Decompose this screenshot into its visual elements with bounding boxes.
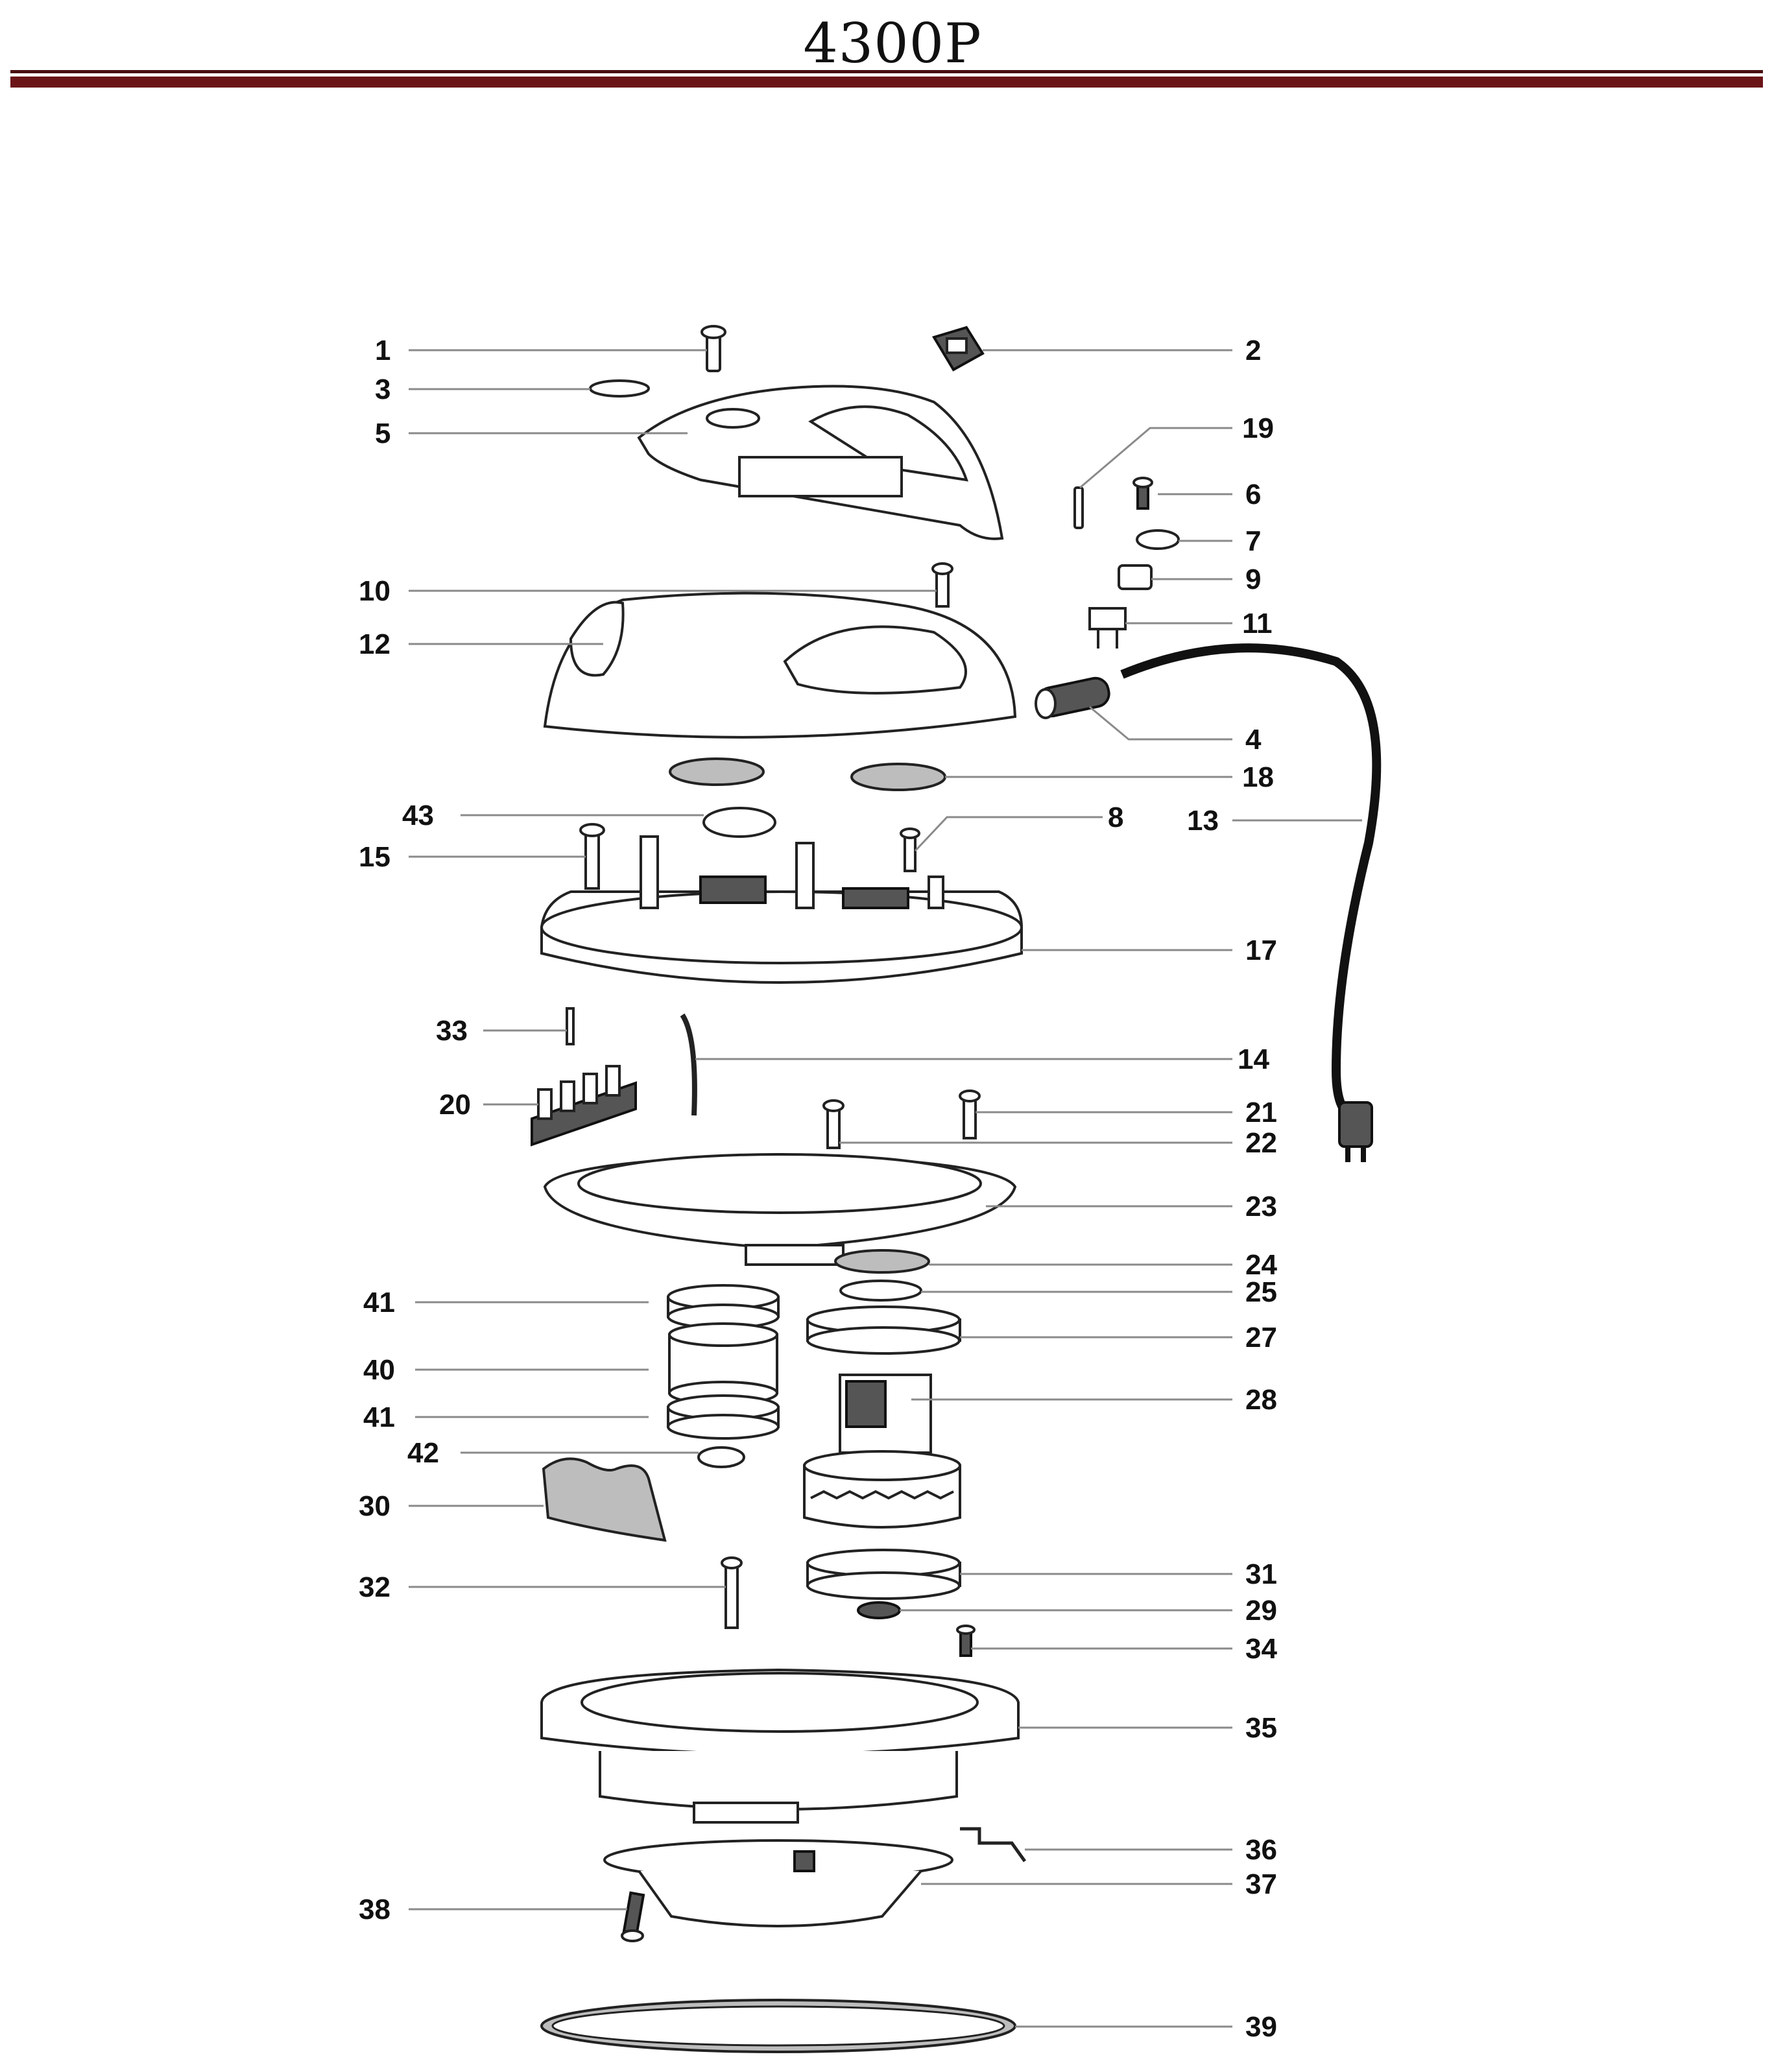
callout-43: 43 (402, 800, 434, 831)
part-19-pin (1073, 486, 1084, 529)
callout-12: 12 (359, 628, 390, 660)
part-41-ring-lower (667, 1394, 780, 1440)
part-43-cap (702, 807, 776, 838)
part-38-screw (621, 1891, 645, 1942)
callout-29: 29 (1245, 1595, 1277, 1626)
part-23-base-plate (543, 1152, 1017, 1266)
part-3-ring (589, 379, 650, 398)
callout-1: 1 (375, 335, 390, 366)
part-18-filter-left (669, 757, 765, 786)
parts-illustration (531, 325, 1382, 2053)
callout-31: 31 (1245, 1558, 1277, 1590)
callout-30: 30 (359, 1490, 390, 1522)
header-rule-thick (10, 77, 1763, 88)
part-42-cap (697, 1446, 745, 1468)
part-9-terminal (1118, 564, 1153, 590)
part-11-connector (1088, 607, 1127, 649)
part-12-top-cover (543, 591, 1017, 739)
part-14-wire (680, 1013, 697, 1116)
part-24-gasket (834, 1249, 930, 1274)
part-10-screw (931, 562, 953, 608)
callout-7: 7 (1245, 525, 1261, 557)
callout-36: 36 (1245, 1834, 1277, 1866)
callout-18: 18 (1242, 761, 1274, 793)
part-29-nut (857, 1601, 901, 1619)
part-5-handle-cover (637, 385, 1004, 540)
callout-32: 32 (359, 1571, 390, 1603)
part-6-screw (1132, 477, 1153, 510)
callout-20: 20 (439, 1089, 471, 1121)
callout-33: 33 (436, 1015, 468, 1047)
callout-23: 23 (1245, 1191, 1277, 1222)
part-1-screw (701, 325, 726, 372)
part-30-grille (542, 1457, 667, 1542)
callout-19: 19 (1242, 412, 1274, 444)
part-8-screw (900, 828, 920, 872)
part-31-ring (806, 1549, 961, 1600)
callout-38: 38 (359, 1894, 390, 1925)
callout-13: 13 (1187, 805, 1219, 837)
part-7-clip (1136, 529, 1180, 550)
callout-37: 37 (1245, 1868, 1277, 1900)
callout-3: 3 (375, 374, 390, 405)
callout-5: 5 (375, 418, 390, 449)
leader-lines (409, 349, 1362, 2028)
part-40-filter-cylinder (668, 1322, 778, 1405)
header-rule-thin (10, 70, 1763, 73)
callout-34: 34 (1245, 1633, 1277, 1665)
callout-9: 9 (1245, 564, 1261, 595)
callout-25: 25 (1245, 1276, 1277, 1308)
part-37-bottom-plate (603, 1839, 953, 1927)
part-17-housing-plate (540, 835, 1023, 984)
part-21-screw (959, 1090, 981, 1139)
part-36-clip (960, 1827, 1027, 1863)
part-22-screw (822, 1099, 845, 1149)
callout-4: 4 (1245, 724, 1262, 756)
part-20-terminal-block (531, 1065, 637, 1147)
part-25-seal (839, 1280, 922, 1302)
page-title: 4300P (803, 12, 982, 75)
part-39-gasket-ring (540, 1999, 1016, 2053)
part-2-switch (931, 326, 985, 372)
callout-numbers: 1 2 3 5 19 6 7 9 10 11 12 4 18 43 8 13 1… (359, 335, 1277, 2043)
part-28-motor (803, 1374, 961, 1529)
part-32-screw (721, 1556, 743, 1629)
callout-15: 15 (359, 841, 390, 873)
part-41-ring-upper (667, 1284, 780, 1329)
callout-21: 21 (1245, 1097, 1277, 1128)
callout-35: 35 (1245, 1712, 1277, 1744)
callout-6: 6 (1245, 479, 1261, 510)
part-4-cord-sleeve (1035, 676, 1110, 719)
part-27-ring (806, 1305, 961, 1355)
callout-41-lower: 41 (363, 1401, 395, 1433)
callout-41-upper: 41 (363, 1287, 395, 1318)
callout-8: 8 (1108, 802, 1123, 833)
callout-17: 17 (1245, 935, 1277, 966)
callout-10: 10 (359, 575, 390, 607)
part-13-plug (1338, 1101, 1373, 1162)
callout-27: 27 (1245, 1322, 1277, 1353)
part-15-screw (579, 823, 605, 890)
part-33-pin (566, 1007, 575, 1045)
part-13-power-cord (1120, 643, 1382, 1120)
callout-2: 2 (1245, 335, 1261, 366)
callout-28: 28 (1245, 1384, 1277, 1416)
callout-42: 42 (407, 1437, 439, 1469)
callout-24: 24 (1245, 1249, 1277, 1281)
callout-39: 39 (1245, 2011, 1277, 2043)
part-35-base-housing (540, 1668, 1020, 1824)
callout-11: 11 (1242, 608, 1273, 639)
part-18-filter-right (850, 763, 946, 791)
callout-22: 22 (1245, 1127, 1277, 1159)
part-34-screw (956, 1625, 976, 1657)
callout-40: 40 (363, 1354, 395, 1386)
callout-14: 14 (1238, 1043, 1269, 1075)
